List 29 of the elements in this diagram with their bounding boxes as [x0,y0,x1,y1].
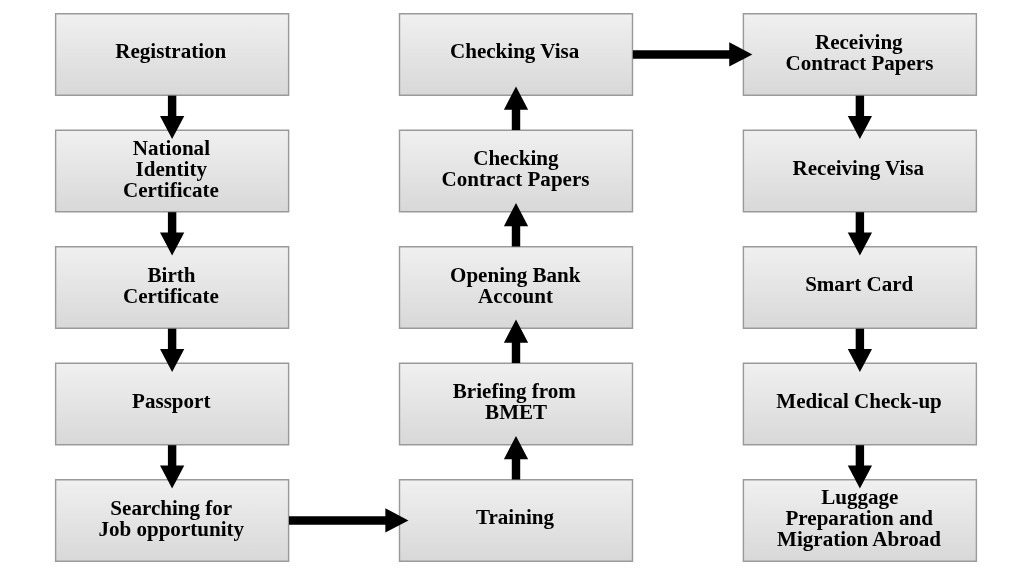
arrow [288,508,408,533]
arrow [159,95,184,140]
node-box: Luggage Preparation and Migration Abroad [742,479,977,562]
node-box: Checking Contract Papers [398,129,633,213]
node-box: Searching for Job opportunity [54,479,289,562]
node-box: Opening Bank Account [398,246,633,329]
node-box: Birth Certificate [54,246,289,329]
node-box: Receiving Contract Papers [742,13,977,96]
arrow [503,203,528,247]
node-box: Receiving Visa [742,129,977,213]
node-box: Passport [54,362,289,446]
arrow [847,212,872,256]
node-box: National Identity Certificate [54,129,289,213]
arrow [847,95,872,140]
arrow [503,86,528,131]
arrow [159,328,184,373]
node-box: Training [398,479,633,562]
arrow [847,328,872,373]
arrow [159,212,184,256]
node-box: Smart Card [742,246,977,329]
node-box: Checking Visa [398,13,633,96]
arrow [632,42,752,67]
arrow [503,436,528,480]
node-box: Registration [54,13,289,96]
arrow [503,319,528,364]
node-box: Briefing from BMET [398,362,633,446]
arrow [847,445,872,489]
node-box: Medical Check-up [742,362,977,446]
arrow [159,445,184,489]
